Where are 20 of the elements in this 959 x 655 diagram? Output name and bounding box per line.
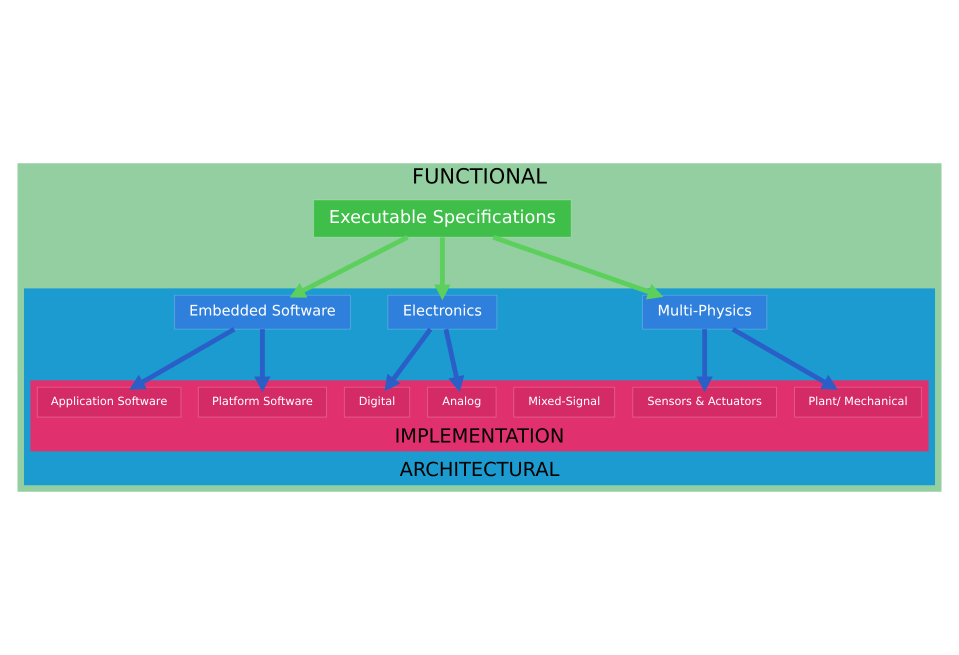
node-box: Digital [344, 386, 410, 418]
node-box: Mixed-Signal [513, 386, 616, 418]
node-box: Executable Specifications [313, 200, 572, 238]
node-box: Analog [427, 386, 496, 418]
node-box: Sensors & Actuators [632, 386, 777, 418]
arrow [290, 235, 409, 298]
arrow [732, 327, 838, 390]
node-box: Plant/ Mechanical [794, 386, 922, 418]
arrow [492, 234, 664, 300]
arrow [384, 328, 432, 392]
arrow [254, 329, 271, 392]
node-box: Application Software [36, 386, 182, 418]
arrow [444, 328, 464, 392]
node-box: Platform Software [198, 386, 327, 418]
node-box: Electronics [388, 294, 498, 330]
arrow [434, 237, 451, 300]
node-box: Embedded Software [174, 294, 351, 330]
arrow [129, 327, 236, 390]
arrow [696, 329, 713, 392]
node-box: Multi-Physics [642, 294, 768, 330]
